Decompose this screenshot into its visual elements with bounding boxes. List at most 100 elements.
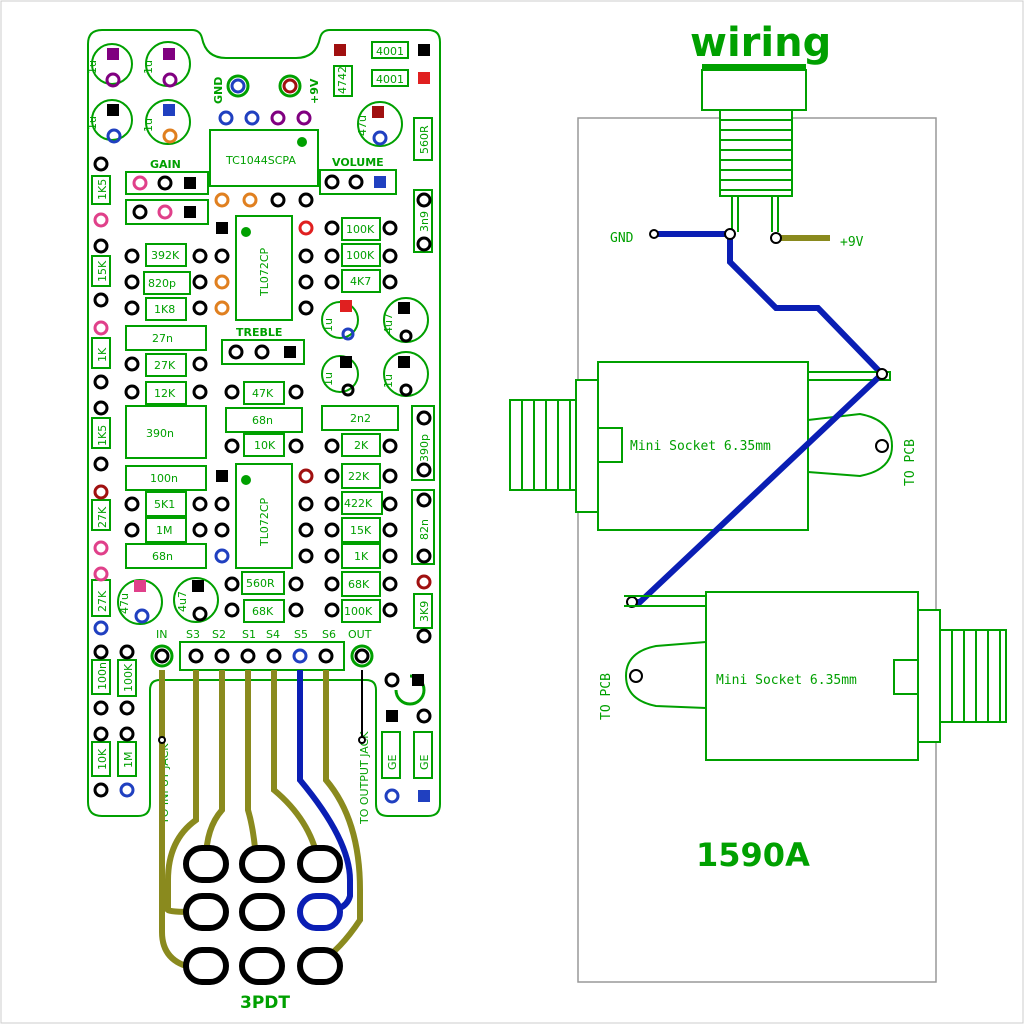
svg-text:47K: 47K	[252, 387, 274, 400]
pad	[107, 48, 119, 60]
svg-text:4K7: 4K7	[350, 275, 371, 288]
svg-text:22K: 22K	[348, 470, 370, 483]
cap-label: 1u	[142, 60, 155, 74]
diode-label: 4001	[376, 73, 404, 86]
wire-v9-label: +9V	[840, 235, 864, 250]
diode-label: 4742	[336, 66, 349, 94]
wiring-title: wiring	[690, 20, 831, 66]
to-output-jack-label: TO OUTPUT JACK	[358, 731, 371, 825]
svg-text:1K: 1K	[354, 550, 369, 563]
svg-text:100K: 100K	[346, 249, 375, 262]
svg-text:27K: 27K	[96, 590, 109, 612]
svg-text:68n: 68n	[252, 414, 273, 427]
mid-column: 392K 820p 1K8 27n 27K 12K 390n 100n 5K1 …	[124, 243, 208, 569]
svg-text:4u7: 4u7	[176, 591, 189, 612]
svg-text:100K: 100K	[346, 223, 375, 236]
far-right-column: 3n9 390p 82n 3K9	[411, 189, 435, 644]
cap-group-top-left: 1u 1u 1u 1u	[86, 41, 191, 145]
svg-text:82n: 82n	[418, 519, 431, 540]
svg-text:1u: 1u	[322, 372, 335, 386]
svg-text:1u: 1u	[322, 318, 335, 332]
cap-label: 1u	[86, 116, 99, 130]
svg-text:S6: S6	[322, 628, 336, 641]
socket-1: Mini Socket 6.35mm TO PCB	[509, 361, 918, 531]
svg-text:1M: 1M	[122, 752, 135, 769]
socket-1-to-pcb: TO PCB	[903, 439, 918, 486]
opamp-2: TL072CP	[214, 463, 314, 569]
svg-text:68n: 68n	[152, 550, 173, 563]
footswitch-label: 3PDT	[240, 993, 290, 1013]
svg-text:1K8: 1K8	[154, 303, 175, 316]
svg-text:1K5: 1K5	[96, 425, 109, 446]
svg-text:2n2: 2n2	[350, 412, 371, 425]
right-column: 100K 100K 4K7 2n2 2K 22K 422K 15K 1K 68K…	[321, 217, 399, 623]
svg-text:TL072CP: TL072CP	[258, 497, 271, 547]
socket-2: Mini Socket 6.35mm TO PCB	[599, 591, 1007, 761]
footswitch-3pdt: 3PDT	[183, 845, 343, 1013]
v9-pad	[278, 74, 302, 98]
svg-text:1u: 1u	[382, 374, 395, 388]
svg-text:GE: GE	[418, 754, 431, 770]
svg-text:OUT: OUT	[348, 628, 372, 641]
chip-label: TC1044SCPA	[225, 154, 296, 167]
svg-text:100n: 100n	[96, 662, 109, 690]
svg-text:S5: S5	[294, 628, 308, 641]
svg-text:27K: 27K	[154, 359, 176, 372]
pcb: 1u 1u 1u 1u GND +9V 4001 4001 4742 47u 5…	[86, 29, 441, 825]
svg-text:68K: 68K	[348, 578, 370, 591]
svg-text:100K: 100K	[344, 605, 373, 618]
svg-text:15K: 15K	[96, 260, 109, 282]
svg-text:560R: 560R	[246, 577, 275, 590]
svg-text:15K: 15K	[350, 524, 372, 537]
svg-text:1K: 1K	[96, 347, 109, 362]
gnd-label: GND	[212, 77, 225, 104]
svg-text:3K9: 3K9	[418, 601, 431, 622]
dc-jack	[701, 64, 807, 232]
enclosure: wiring 1590A	[577, 20, 937, 983]
svg-text:68K: 68K	[252, 605, 274, 618]
svg-text:S1: S1	[242, 628, 256, 641]
svg-text:390p: 390p	[418, 434, 431, 462]
enclosure-label: 1590A	[696, 836, 810, 874]
diode-label: 4001	[376, 45, 404, 58]
svg-text:S2: S2	[212, 628, 226, 641]
cap-label: 1u	[86, 60, 99, 74]
svg-text:10K: 10K	[254, 439, 276, 452]
socket-2-to-pcb: TO PCB	[599, 673, 614, 720]
gain-label: GAIN	[150, 158, 181, 171]
svg-text:100n: 100n	[150, 472, 178, 485]
opamp-1: TL072CP	[214, 192, 314, 321]
svg-text:5K1: 5K1	[154, 498, 175, 511]
wire-gnd-label: GND	[610, 231, 634, 246]
left-column: 1K5 15K 1K 1K5 27K 27K 100n 10K 100K 1M	[91, 156, 137, 798]
svg-text:1K5: 1K5	[96, 179, 109, 200]
cap-group-right: 1u 4u7 1u 1u	[321, 297, 429, 397]
treble-label: TREBLE	[236, 326, 282, 339]
socket-2-label: Mini Socket 6.35mm	[716, 673, 857, 688]
cap-label: 1u	[142, 118, 155, 132]
svg-text:3n9: 3n9	[418, 211, 431, 232]
svg-text:47u: 47u	[118, 593, 131, 614]
power-wires: GND +9V	[610, 228, 883, 375]
v9-label: +9V	[308, 78, 321, 104]
svg-text:12K: 12K	[154, 387, 176, 400]
resistor-label: 560R	[418, 125, 431, 154]
gnd-pad	[226, 74, 250, 98]
svg-text:27K: 27K	[96, 506, 109, 528]
svg-text:10K: 10K	[96, 748, 109, 770]
volume-label: VOLUME	[332, 156, 384, 169]
svg-text:4u7: 4u7	[382, 313, 395, 334]
svg-text:422K: 422K	[344, 497, 373, 510]
svg-text:100K: 100K	[122, 663, 135, 692]
svg-text:S3: S3	[186, 628, 200, 641]
svg-text:820p: 820p	[148, 277, 176, 290]
header-strip: IN S3 S2 S1 S4 S5 S6 OUT	[150, 628, 374, 671]
svg-text:392K: 392K	[151, 249, 180, 262]
svg-text:2K: 2K	[354, 439, 369, 452]
charge-pump-chip: TC1044SCPA	[209, 110, 319, 187]
svg-text:1M: 1M	[156, 524, 173, 537]
svg-text:S4: S4	[266, 628, 280, 641]
svg-text:390n: 390n	[146, 427, 174, 440]
